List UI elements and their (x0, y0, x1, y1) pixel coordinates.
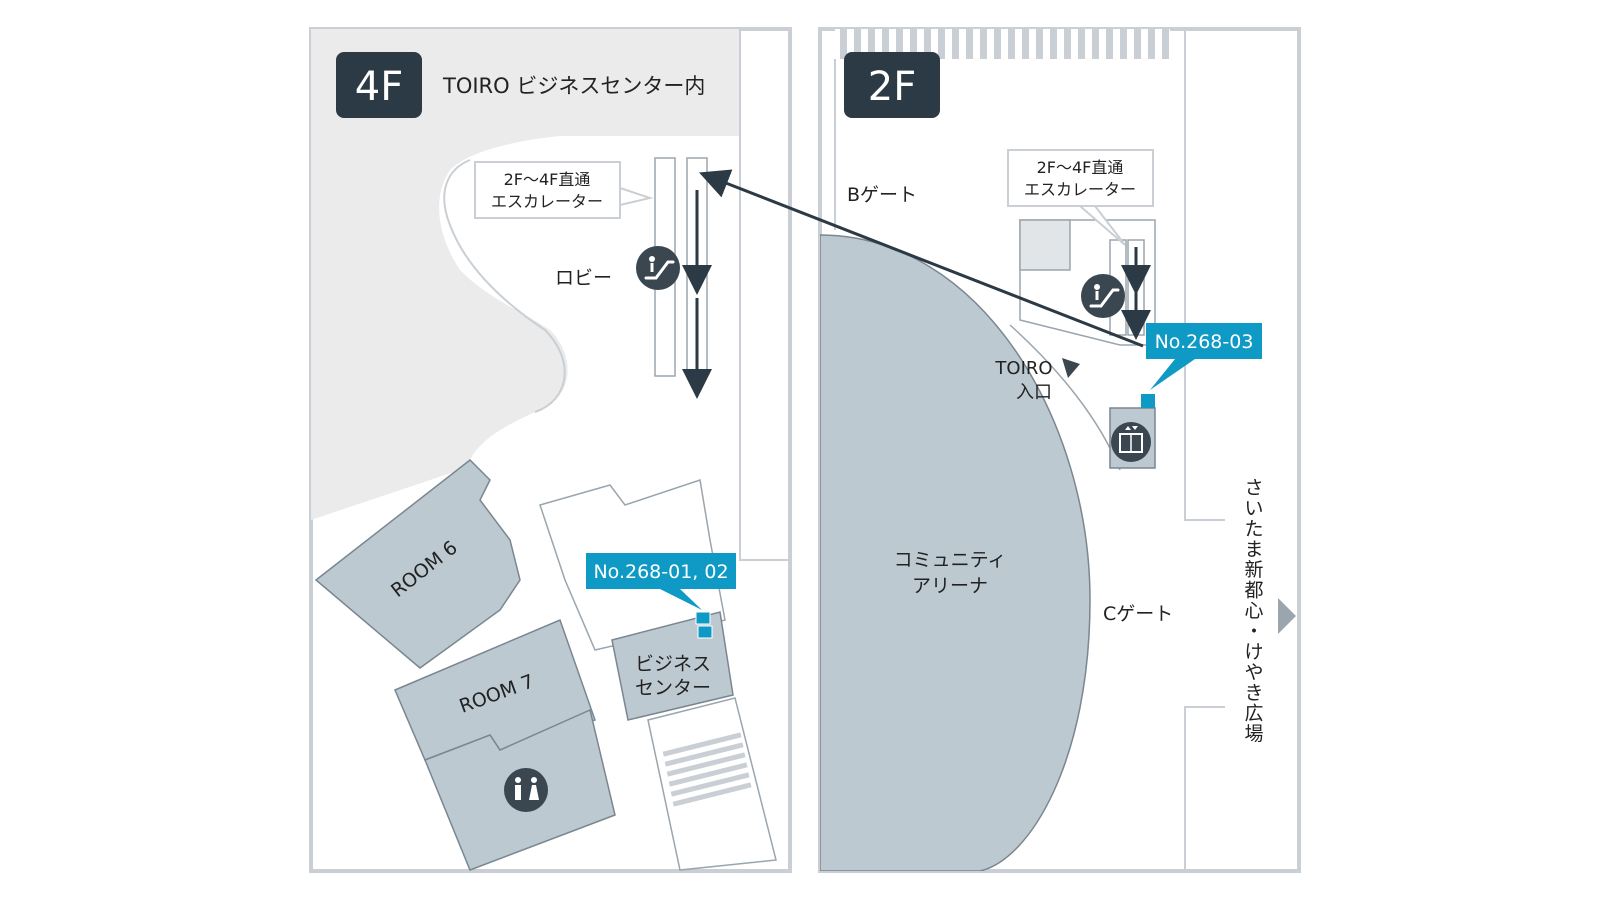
direction-label-char: け (1244, 641, 1263, 663)
building-title-4f: TOIRO ビジネスセンター内 (442, 74, 705, 98)
business-center-room (611, 611, 734, 721)
escalator-icon (1081, 274, 1125, 318)
toiro-entrance-label-2: 入口 (1016, 382, 1052, 403)
location-tag-268-03[interactable]: No.268-03 (1146, 323, 1262, 390)
panel-4f: 4F TOIRO ビジネスセンター内 2F〜4F直通 エスカレーター ロビー R… (309, 27, 792, 873)
kiosk-268-02[interactable] (697, 625, 713, 639)
outside-area-4f (311, 29, 740, 520)
panel-2f: 2F 2F〜4F直通 エスカレーター Bゲート Cゲート TOIRO 入口 コミ… (818, 27, 1301, 873)
escalator-icon (636, 246, 680, 290)
arena-label-1: コミュニティ (894, 549, 1007, 571)
service-room-2f (1019, 219, 1071, 271)
direction-label-char: さ (1244, 477, 1263, 499)
b-gate-label: Bゲート (847, 184, 917, 206)
floor-badge-4f-text: 4F (355, 64, 403, 110)
direction-label-char: た (1244, 518, 1263, 540)
location-tag-268-03-text: No.268-03 (1155, 331, 1254, 353)
kiosk-268-03[interactable] (1141, 394, 1155, 408)
elevator-icon (1111, 422, 1151, 462)
escalator-callout-4f: 2F〜4F直通 エスカレーター (474, 161, 654, 219)
floor-badge-2f-text: 2F (868, 64, 916, 110)
lobby-label: ロビー (555, 267, 612, 289)
escalator-note-4f-line2: エスカレーター (491, 192, 603, 211)
escalator-note-2f-line1: 2F〜4F直通 (1037, 158, 1124, 177)
direction-label-char: 新 (1244, 559, 1263, 581)
kiosk-268-01[interactable] (695, 611, 711, 625)
business-center-label-2: センター (635, 677, 711, 699)
direction-label-char: き (1244, 682, 1263, 704)
direction-label-char: ・ (1244, 621, 1263, 643)
direction-arrow-icon (1278, 598, 1296, 634)
arena-label-2: アリーナ (912, 575, 988, 597)
toiro-entrance-label-1: TOIRO (994, 358, 1052, 379)
direction-label-char: い (1244, 498, 1263, 520)
location-tag-268-01-02[interactable]: No.268-01, 02 (586, 553, 736, 610)
c-gate-label: Cゲート (1103, 603, 1173, 625)
direction-label-char: 場 (1244, 723, 1263, 745)
floor-badge-4f (336, 52, 422, 118)
toiro-entrance-arrow (1062, 358, 1080, 378)
direction-label-char: や (1244, 662, 1263, 684)
route-line (699, 169, 1144, 348)
community-arena (820, 234, 1091, 871)
direction-label-char: 心 (1244, 600, 1263, 622)
room-6 (314, 459, 521, 669)
stairs-4f (662, 732, 752, 807)
direction-label-char: 都 (1244, 580, 1263, 602)
floor-badge-2f (844, 52, 940, 118)
location-tag-268-01-02-text: No.268-01, 02 (593, 561, 728, 583)
restroom-icon (504, 768, 548, 812)
escalator-note-2f-line2: エスカレーター (1024, 180, 1136, 199)
escalator-note-4f-line1: 2F〜4F直通 (504, 170, 591, 189)
escalator-callout-2f: 2F〜4F直通 エスカレーター (1007, 149, 1154, 246)
business-center-label-1: ビジネス (635, 653, 711, 675)
direction-label-char: 広 (1244, 703, 1263, 725)
direction-label-char: ま (1244, 539, 1263, 561)
